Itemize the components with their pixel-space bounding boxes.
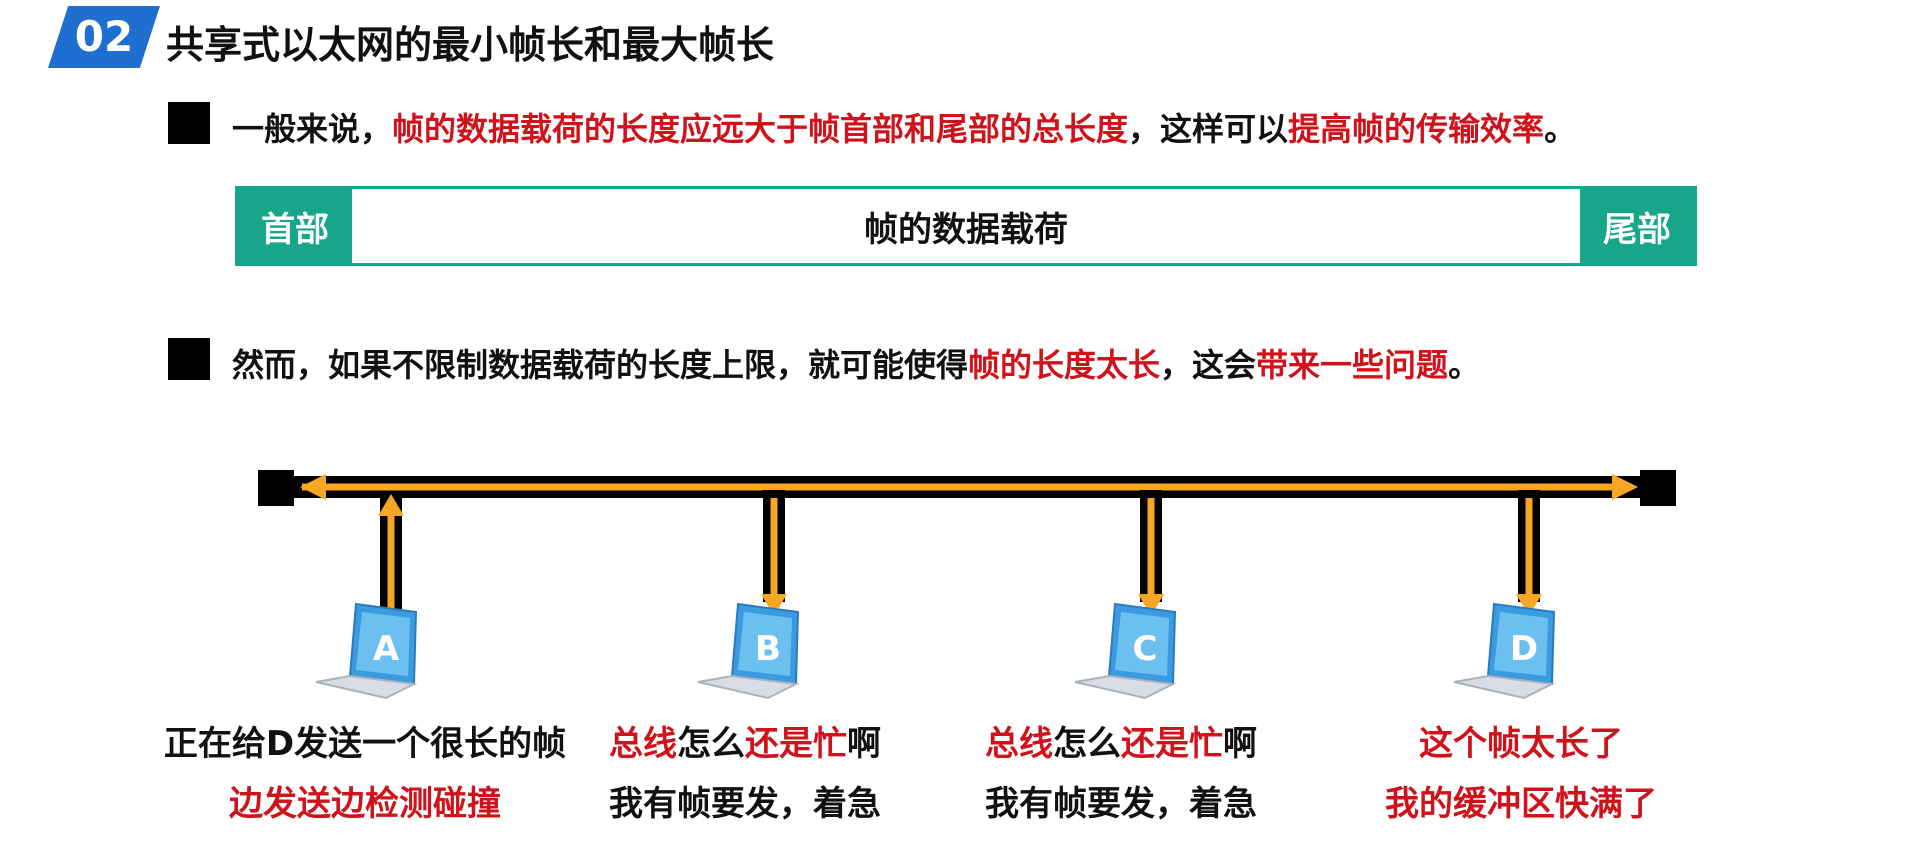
host-label-d: D <box>1510 629 1538 669</box>
caption-c-line2: 我有帧要发，着急 <box>985 776 1257 825</box>
caption-b-line2: 我有帧要发，着急 <box>609 776 881 825</box>
host-label-a: A <box>373 629 400 669</box>
drop-line-a <box>378 494 404 616</box>
caption-d-line1: 这个帧太长了 <box>1419 716 1623 765</box>
host-label-b: B <box>755 629 781 669</box>
bus-terminator-left <box>258 470 294 506</box>
drop-line-b <box>761 490 787 616</box>
bus-terminator-right <box>1640 470 1676 506</box>
laptop-icon-d: D <box>1454 604 1554 698</box>
host-label-c: C <box>1133 629 1158 669</box>
caption-b-line1: 总线怎么还是忙啊 <box>609 716 881 765</box>
caption-a-line1: 正在给D发送一个很长的帧 <box>164 716 566 765</box>
drop-line-d <box>1516 490 1542 616</box>
laptop-icon-b: B <box>698 604 798 698</box>
caption-a-line2: 边发送边检测碰撞 <box>229 776 501 825</box>
caption-d-line2: 我的缓冲区快满了 <box>1385 776 1657 825</box>
laptop-icon-a: A <box>316 604 416 698</box>
laptop-icon-c: C <box>1075 604 1175 698</box>
caption-c-line1: 总线怎么还是忙啊 <box>985 716 1257 765</box>
drop-line-c <box>1138 490 1164 616</box>
